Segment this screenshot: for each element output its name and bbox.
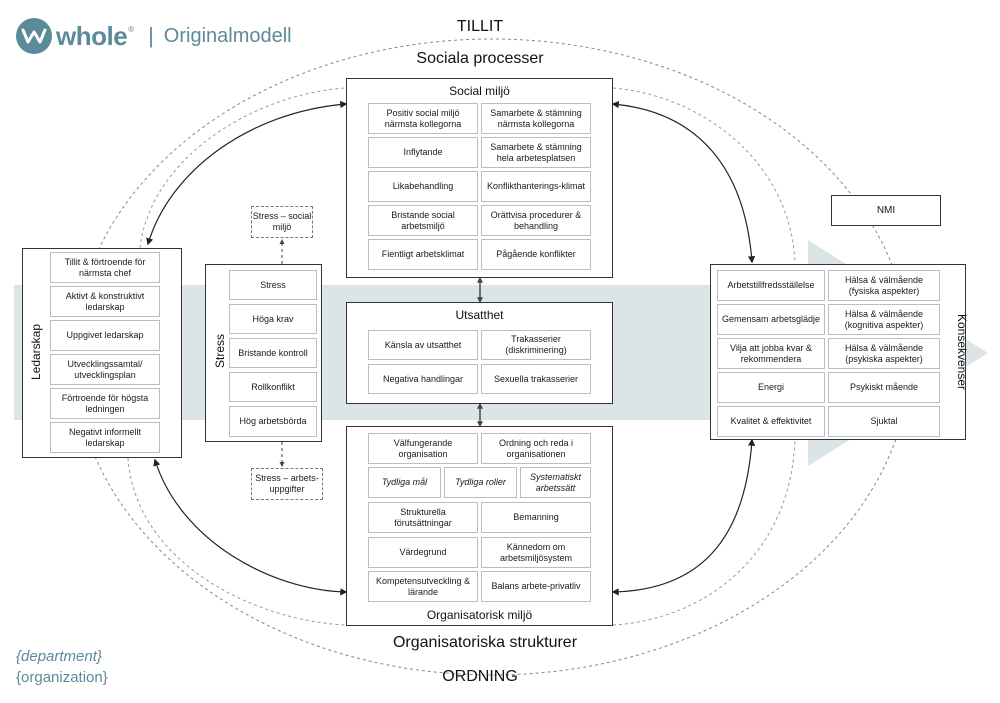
trademark: ® (128, 24, 135, 34)
social-item: Fientligt arbetsklimat (368, 239, 478, 270)
social-item: Konflikthanterings-klimat (481, 171, 591, 202)
leadership-item: Aktivt & konstruktivt ledarskap (50, 286, 160, 317)
logo: whole ® | Originalmodell (16, 18, 292, 54)
social-item: Likabehandling (368, 171, 478, 202)
org-item: Tydliga mål (368, 467, 441, 498)
stress-item: Rollkonflikt (229, 372, 317, 402)
consequence-item: Hälsa & välmående (fysiska aspekter) (828, 270, 940, 301)
leadership-panel: Ledarskap Tillit & förtroende för närmst… (22, 248, 182, 458)
org-item: Värdegrund (368, 537, 478, 568)
consequence-item: Kvalitet & effektivitet (717, 406, 825, 437)
consequence-item: Hälsa & välmående (kognitiva aspekter) (828, 304, 940, 335)
consequence-item: Gemensam arbetsglädje (717, 304, 825, 335)
consequence-item: Arbetstillfredsställelse (717, 270, 825, 301)
exposure-item: Känsla av utsatthet (368, 330, 478, 360)
exposure-item: Negativa handlingar (368, 364, 478, 394)
org-item: Tydliga roller (444, 467, 517, 498)
model-name: Originalmodell (163, 24, 292, 47)
exposure-item: Sexuella trakasserier (481, 364, 591, 394)
social-item: Positiv social miljö närmsta kollegorna (368, 103, 478, 134)
stress-item: Bristande kontroll (229, 338, 317, 368)
social-milieu-panel: Social miljö Positiv social miljö närmst… (346, 78, 613, 278)
leadership-item: Utvecklingssamtal/ utvecklingsplan (50, 354, 160, 385)
label-ordning: ORDNING (442, 668, 518, 685)
social-item: Pågående konflikter (481, 239, 591, 270)
org-item: Bemanning (481, 502, 591, 533)
stress-tasks-box: Stress – arbets-uppgifter (251, 468, 323, 500)
org-item: Ordning och reda i organisationen (481, 433, 591, 464)
label-tillit: TILLIT (456, 18, 504, 35)
exposure-title: Utsatthet (455, 308, 504, 322)
social-item: Orättvisa procedurer & behandling (481, 205, 591, 236)
label-organisatoriska-strukturer: Organisatoriska strukturer (392, 634, 578, 651)
leadership-title: Ledarskap (29, 323, 43, 381)
consequence-item: Energi (717, 372, 825, 403)
social-item: Bristande social arbetsmiljö (368, 205, 478, 236)
brand-name: whole (56, 20, 128, 51)
leadership-item: Negativt informellt ledarskap (50, 422, 160, 453)
organization-placeholder: {organization} (16, 669, 108, 686)
social-milieu-title: Social miljö (449, 84, 510, 98)
social-item: Inflytande (368, 137, 478, 168)
org-item: Balans arbete-privatliv (481, 571, 591, 602)
org-item: Kompetensutveckling & lärande (368, 571, 478, 602)
stress-social-box: Stress – social miljö (251, 206, 313, 238)
logo-separator: | (148, 23, 154, 48)
consequence-item: Vilja att jobba kvar & rekommendera (717, 338, 825, 369)
org-milieu-panel: Välfungerande organisation Ordning och r… (346, 426, 613, 626)
exposure-item: Trakasserier (diskriminering) (481, 330, 591, 360)
stress-item: Hög arbetsbörda (229, 406, 317, 437)
org-milieu-title: Organisatorisk miljö (426, 608, 533, 622)
consequences-panel: Arbetstillfredsställelse Hälsa & välmåen… (710, 264, 969, 440)
org-item: Strukturella förutsättningar (368, 502, 478, 533)
leadership-item: Tillit & förtroende för närmsta chef (50, 252, 160, 283)
nmi-box: NMI (831, 195, 941, 226)
social-item: Samarbete & stämning närmsta kollegorna (481, 103, 591, 134)
consequence-item: Hälsa & välmående (psykiska aspekter) (828, 338, 940, 369)
stress-title: Stress (213, 334, 227, 369)
consequence-item: Sjuktal (828, 406, 940, 437)
org-item: Kännedom om arbetsmiljösystem (481, 537, 591, 568)
label-sociala-processer: Sociala processer (416, 50, 544, 67)
org-item: Välfungerande organisation (368, 433, 478, 464)
stress-item: Stress (229, 270, 317, 300)
consequences-title: Konsekvenser (955, 313, 969, 391)
social-item: Samarbete & stämning hela arbetesplatsen (481, 137, 591, 168)
stress-item: Höga krav (229, 304, 317, 334)
exposure-panel: Utsatthet Känsla av utsatthet Trakasseri… (346, 302, 613, 404)
consequence-item: Psykiskt mående (828, 372, 940, 403)
stress-panel: Stress Stress Höga krav Bristande kontro… (205, 264, 322, 442)
department-placeholder: {department} (16, 648, 102, 665)
leadership-item: Förtroende för högsta ledningen (50, 388, 160, 419)
leadership-item: Uppgivet ledarskap (50, 320, 160, 351)
org-item: Systematiskt arbetssätt (520, 467, 591, 498)
whole-logo-icon (16, 18, 52, 54)
